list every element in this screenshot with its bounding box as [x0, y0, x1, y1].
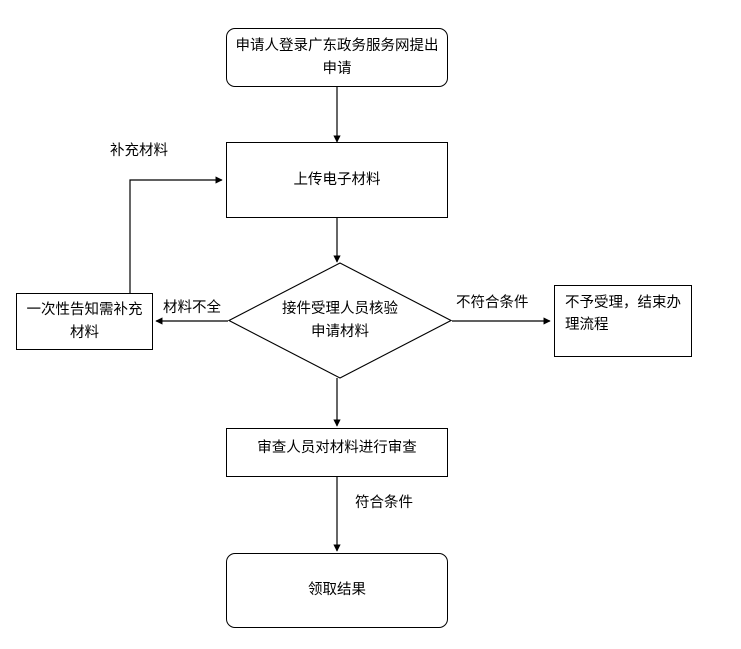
edge-label-not-qualified: 不符合条件: [456, 295, 529, 311]
node-verify: 接件受理人员核验申请材料: [228, 262, 452, 379]
node-apply: 申请人登录广东政务服务网提出申请: [226, 28, 448, 87]
node-result-label: 领取结果: [308, 582, 366, 599]
edge-label-qualified: 符合条件: [355, 495, 413, 511]
node-review: 审查人员对材料进行审查: [226, 428, 448, 477]
node-apply-label: 申请人登录广东政务服务网提出申请: [235, 38, 439, 77]
node-review-label: 审查人员对材料进行审查: [257, 440, 417, 456]
edge-label-supplement: 补充材料: [110, 143, 168, 159]
node-reject-label: 不予受理，结束办理流程: [565, 295, 681, 334]
node-upload-label: 上传电子材料: [293, 171, 381, 188]
node-upload: 上传电子材料: [226, 142, 448, 218]
node-result: 领取结果: [226, 553, 448, 628]
node-notify-label: 一次性告知需补充材料: [26, 302, 143, 341]
diamond-shape: [228, 262, 452, 379]
node-reject: 不予受理，结束办理流程: [554, 285, 692, 357]
connector-notify-to-upload-loop: [129, 176, 223, 293]
node-notify: 一次性告知需补充材料: [16, 293, 153, 350]
edge-label-incomplete: 材料不全: [163, 300, 221, 316]
